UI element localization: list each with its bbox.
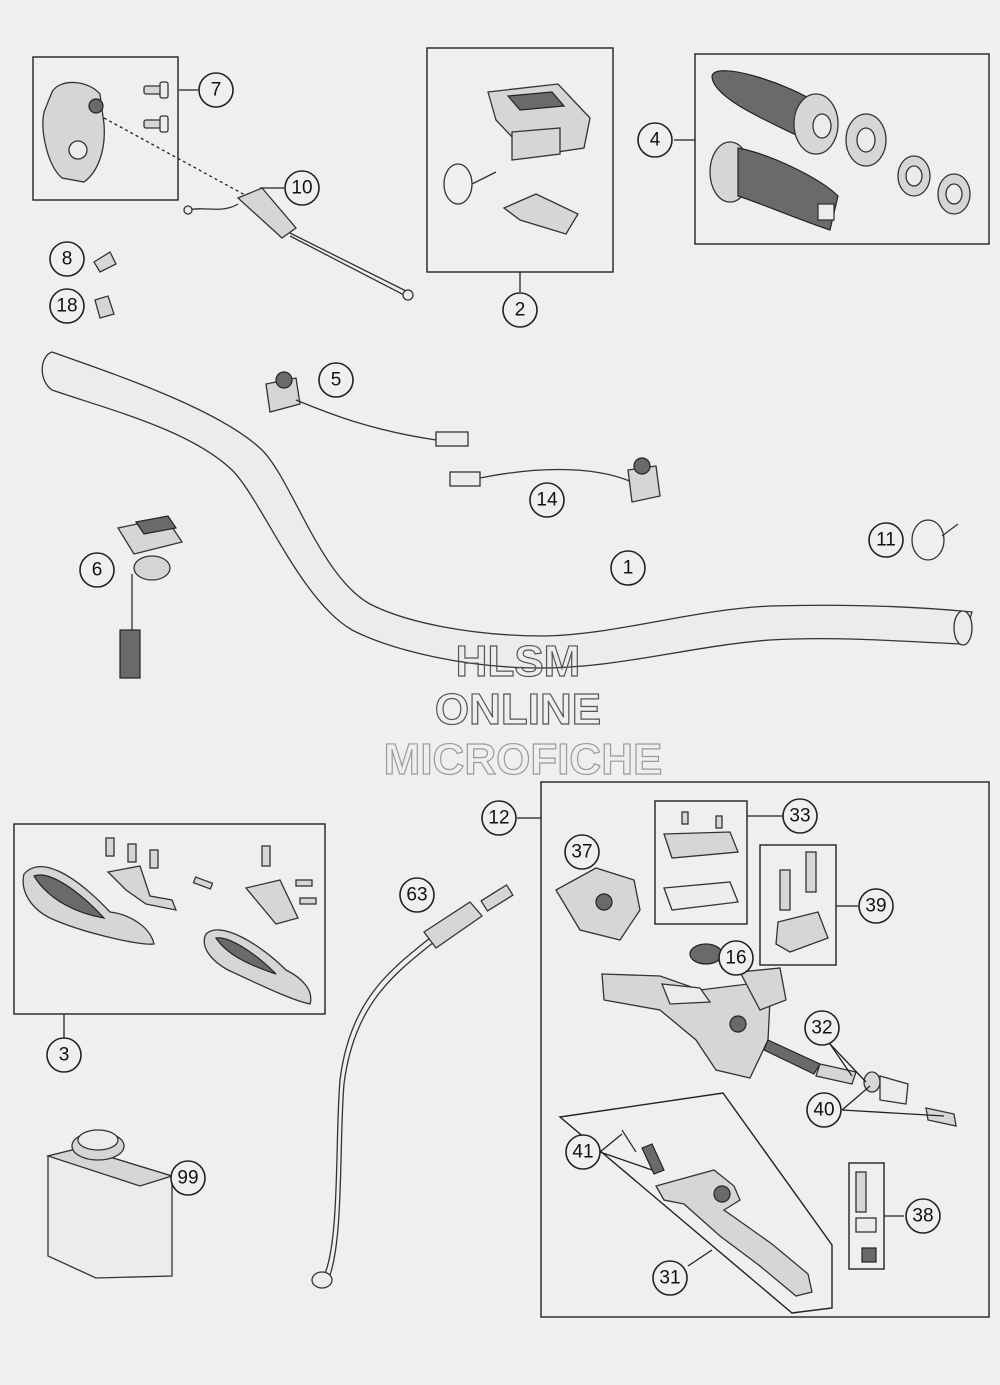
callout-4: 4 bbox=[637, 122, 673, 158]
svg-text:6: 6 bbox=[92, 560, 103, 581]
group-box-39 bbox=[759, 844, 837, 966]
callout-41: 41 bbox=[565, 1134, 601, 1170]
handguard-left[interactable] bbox=[22, 866, 155, 945]
svg-text:16: 16 bbox=[725, 948, 746, 969]
handguard-bolts-left[interactable] bbox=[105, 837, 159, 869]
svg-text:33: 33 bbox=[789, 806, 810, 827]
callout-11: 11 bbox=[868, 522, 904, 558]
handguard-bracket-left[interactable] bbox=[106, 865, 178, 911]
svg-text:4: 4 bbox=[650, 130, 661, 151]
svg-text:40: 40 bbox=[813, 1100, 834, 1121]
handguard-bracket-right[interactable] bbox=[244, 845, 317, 925]
handguard-right[interactable] bbox=[203, 929, 312, 1005]
handguard-pin[interactable] bbox=[192, 876, 214, 890]
master-cylinder[interactable] bbox=[601, 967, 787, 1079]
group-box-3 bbox=[13, 823, 326, 1015]
svg-text:14: 14 bbox=[536, 490, 558, 511]
callout-33: 33 bbox=[782, 798, 818, 834]
svg-text:1: 1 bbox=[623, 558, 634, 579]
grip-ring-b[interactable] bbox=[937, 173, 971, 215]
svg-text:5: 5 bbox=[331, 370, 342, 391]
boot-40[interactable] bbox=[863, 1071, 957, 1127]
switch-housing[interactable] bbox=[42, 81, 105, 183]
handlebar-pad-cover[interactable] bbox=[487, 83, 591, 161]
svg-text:2: 2 bbox=[515, 300, 526, 321]
clamp-39[interactable] bbox=[775, 851, 829, 953]
callout-12: 12 bbox=[481, 800, 517, 836]
callout-8: 8 bbox=[49, 241, 85, 277]
grip-ring-a[interactable] bbox=[897, 155, 931, 197]
pad-holder[interactable] bbox=[502, 193, 579, 235]
cable-tie-11[interactable] bbox=[911, 519, 959, 561]
callout-1: 1 bbox=[610, 550, 646, 586]
callout-10: 10 bbox=[284, 170, 320, 206]
throttle-tube-ring[interactable] bbox=[845, 113, 887, 167]
diaphragm-16[interactable] bbox=[689, 943, 723, 965]
group-box-12 bbox=[540, 781, 990, 1318]
svg-text:32: 32 bbox=[811, 1018, 832, 1039]
callout-3: 3 bbox=[46, 1037, 82, 1073]
callout-18: 18 bbox=[49, 288, 85, 324]
watermark-line3: MICROFICHE bbox=[384, 735, 663, 784]
piston-kit-32[interactable] bbox=[763, 1039, 857, 1085]
callout-7: 7 bbox=[198, 72, 234, 108]
brake-line[interactable] bbox=[311, 884, 514, 1289]
svg-text:38: 38 bbox=[912, 1206, 933, 1227]
callout-63: 63 bbox=[399, 877, 435, 913]
svg-text:31: 31 bbox=[659, 1268, 680, 1289]
brake-fluid-container[interactable] bbox=[45, 1129, 175, 1279]
callout-2: 2 bbox=[502, 292, 538, 328]
brake-lever-31[interactable] bbox=[655, 1169, 813, 1297]
watermark-line2: ONLINE bbox=[435, 685, 601, 734]
clip-8[interactable] bbox=[93, 251, 117, 273]
watermark-line1: HLSM bbox=[456, 637, 581, 686]
callout-40: 40 bbox=[806, 1092, 842, 1128]
group-box-4 bbox=[694, 53, 990, 245]
callout-14: 14 bbox=[529, 482, 565, 518]
kill-switch[interactable] bbox=[116, 515, 184, 679]
throttle-cable[interactable] bbox=[183, 187, 414, 301]
svg-text:37: 37 bbox=[571, 842, 592, 863]
callout-99: 99 bbox=[170, 1160, 206, 1196]
svg-text:8: 8 bbox=[62, 249, 73, 270]
bolt-pair-7[interactable] bbox=[143, 81, 169, 133]
cable-tie-2[interactable] bbox=[443, 163, 497, 205]
callout-39: 39 bbox=[858, 888, 894, 924]
group-box-7 bbox=[32, 56, 179, 201]
svg-text:18: 18 bbox=[56, 296, 77, 317]
svg-text:11: 11 bbox=[876, 530, 896, 551]
group-box-33 bbox=[654, 800, 748, 925]
svg-text:41: 41 bbox=[572, 1142, 593, 1163]
svg-text:12: 12 bbox=[488, 808, 509, 829]
grip-left[interactable] bbox=[711, 70, 839, 155]
switch-5[interactable] bbox=[265, 371, 469, 447]
svg-text:10: 10 bbox=[291, 178, 312, 199]
callout-6: 6 bbox=[79, 552, 115, 588]
grip-right[interactable] bbox=[709, 141, 839, 231]
callout-32: 32 bbox=[804, 1010, 840, 1046]
lever-bolt-38[interactable] bbox=[855, 1171, 877, 1263]
group-box-2 bbox=[426, 47, 614, 273]
callout-37: 37 bbox=[564, 834, 600, 870]
pin-41[interactable] bbox=[621, 1129, 665, 1175]
svg-text:3: 3 bbox=[59, 1045, 70, 1066]
svg-text:7: 7 bbox=[211, 80, 222, 101]
svg-text:39: 39 bbox=[865, 896, 886, 917]
callout-5: 5 bbox=[318, 362, 354, 398]
handlebar[interactable] bbox=[41, 351, 973, 669]
reservoir-cap-33[interactable] bbox=[663, 811, 739, 911]
svg-text:63: 63 bbox=[406, 885, 427, 906]
lever-cover-37[interactable] bbox=[555, 867, 641, 941]
switch-14[interactable] bbox=[449, 457, 661, 503]
callout-31: 31 bbox=[652, 1260, 688, 1296]
callout-38: 38 bbox=[905, 1198, 941, 1234]
group-box-31 bbox=[558, 1092, 833, 1314]
svg-text:99: 99 bbox=[177, 1168, 198, 1189]
clip-18[interactable] bbox=[94, 295, 115, 319]
callout-16: 16 bbox=[718, 940, 754, 976]
